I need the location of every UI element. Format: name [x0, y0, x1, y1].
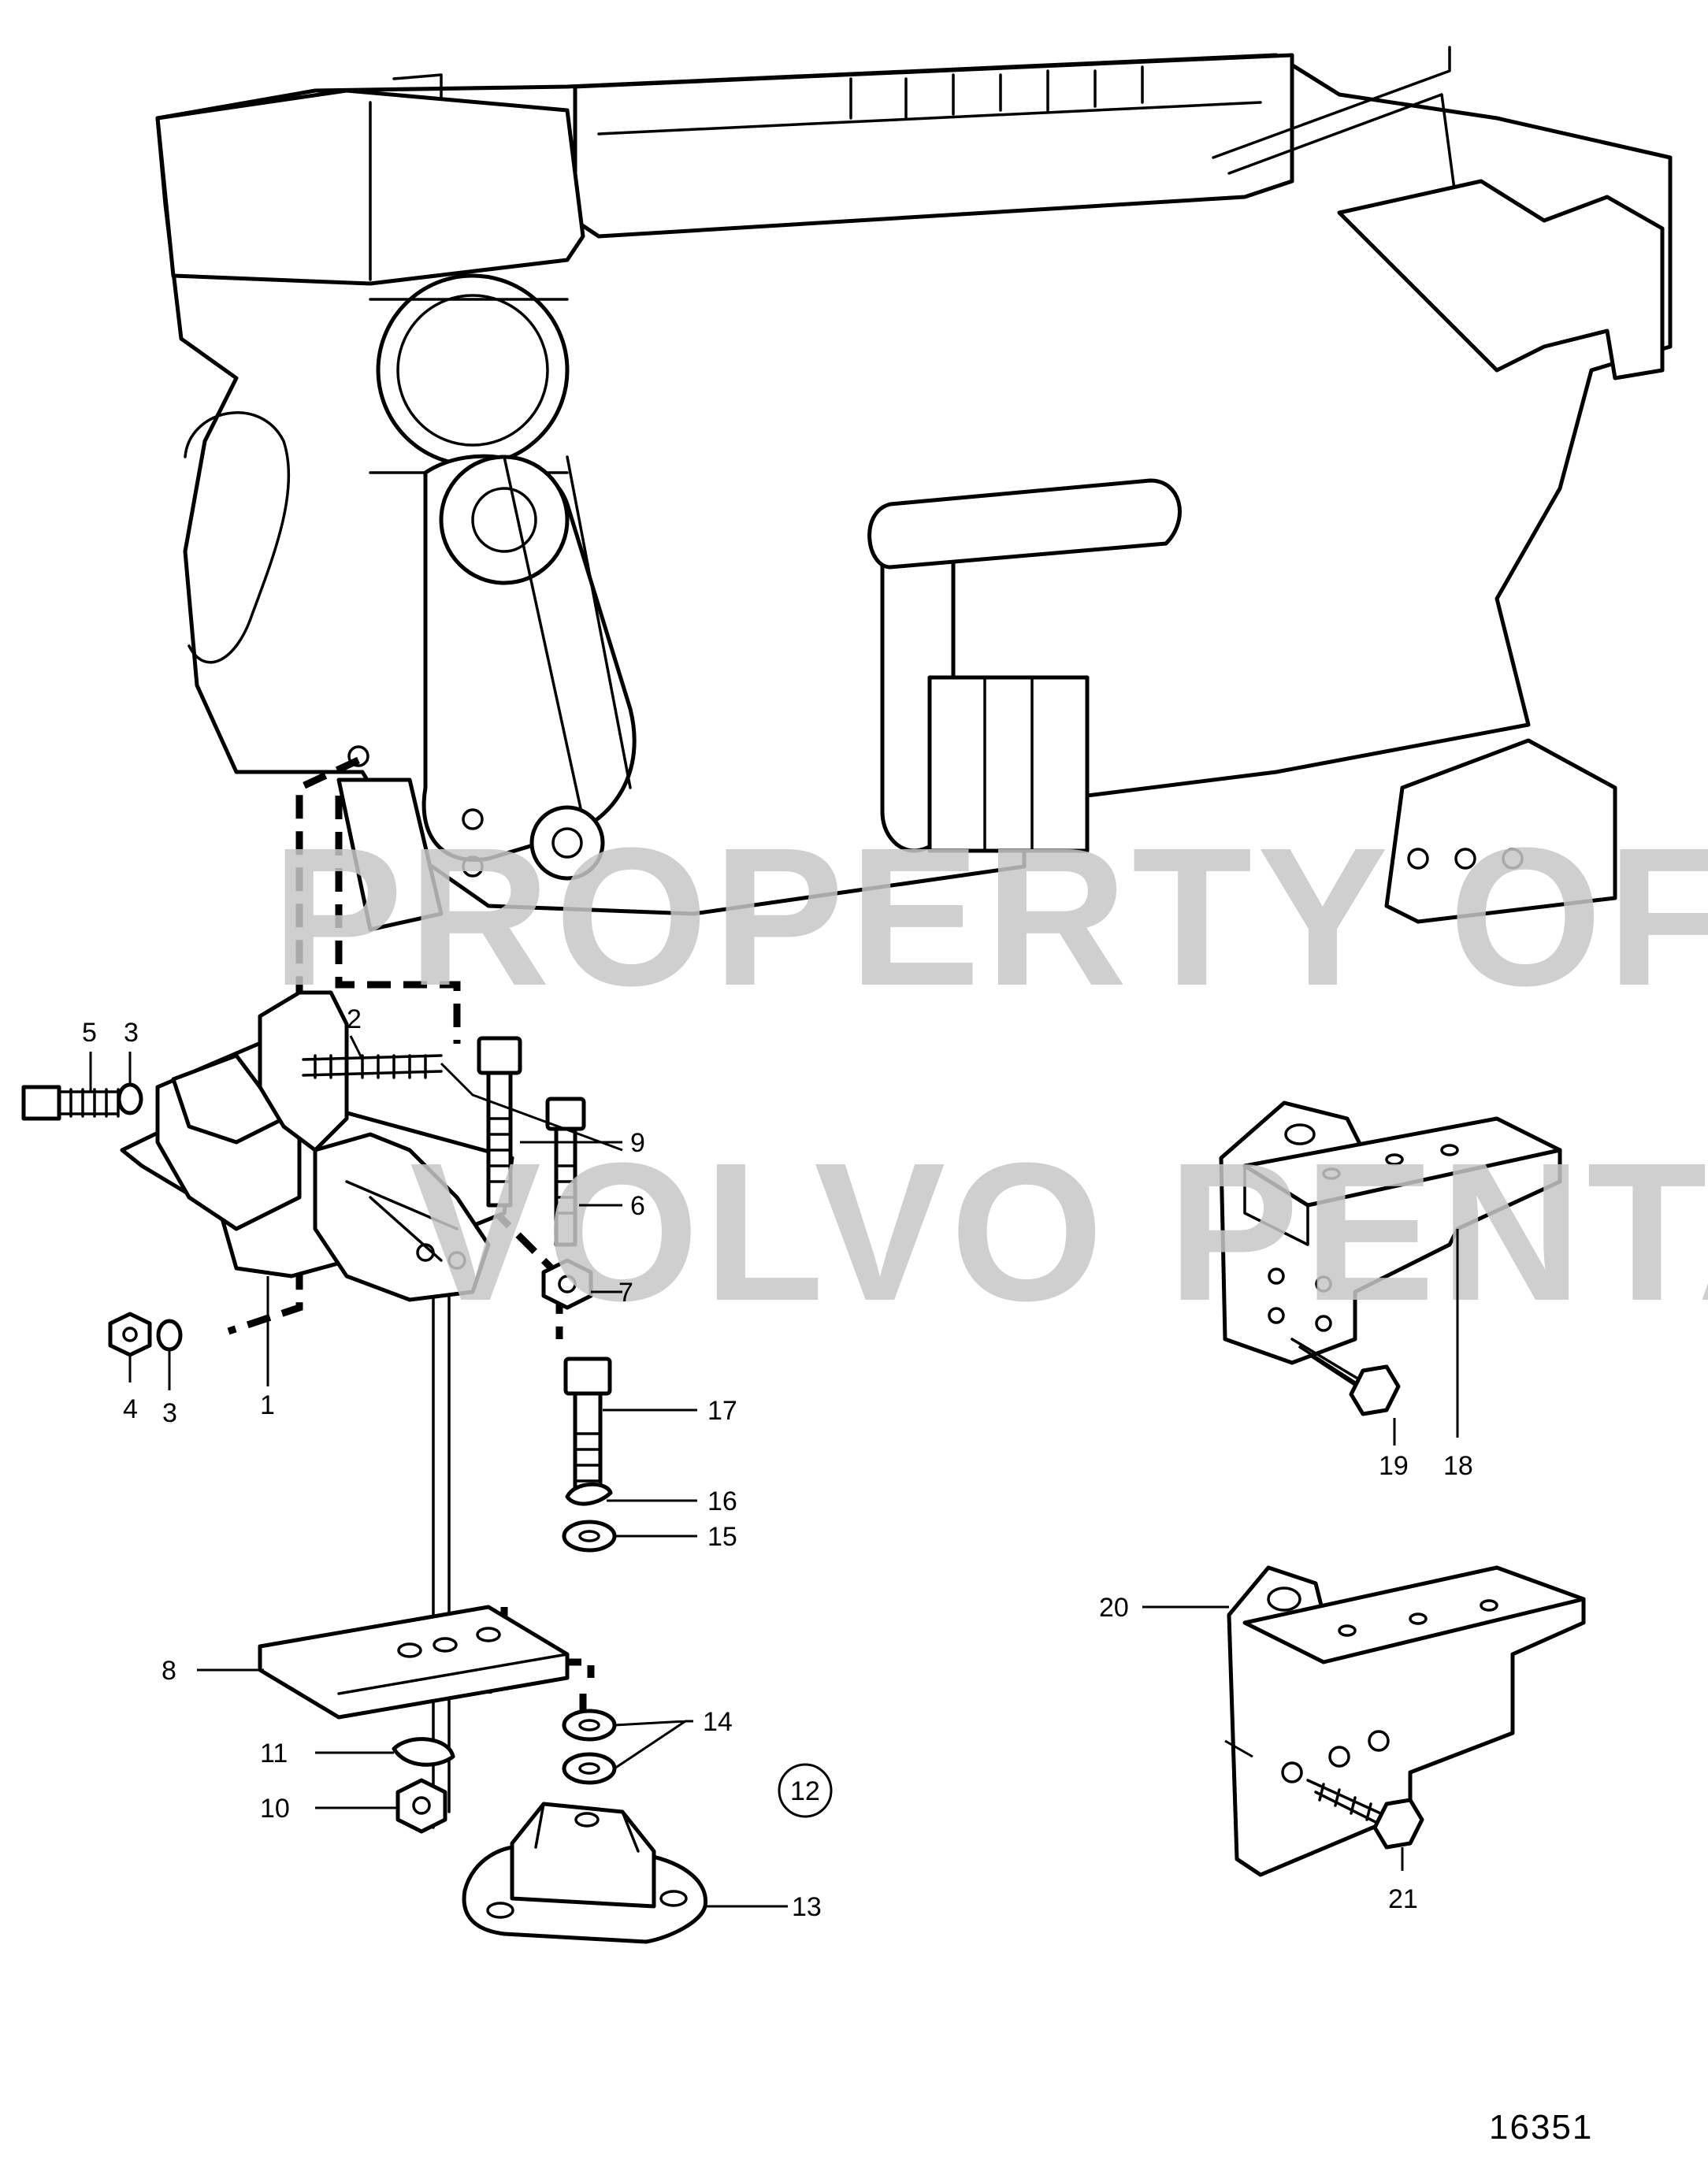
callout-21: 21 [1388, 1884, 1418, 1914]
nut-10-set [392, 1737, 455, 1834]
callout-3-upper: 3 [124, 1018, 139, 1048]
callout-7: 7 [618, 1278, 633, 1308]
leader-lines [89, 1035, 1459, 1908]
callout-11: 11 [260, 1739, 288, 1768]
watermark: PROPERTY OF VOLVO PENTA [272, 807, 1708, 1342]
watermark-line-1: PROPERTY OF [272, 807, 1708, 1026]
callout-1: 1 [260, 1390, 275, 1420]
callout-20: 20 [1099, 1593, 1129, 1623]
front-engine-mount [21, 990, 593, 1357]
bracket-20 [1227, 1565, 1586, 1877]
callout-3-lower: 3 [162, 1398, 177, 1428]
callout-14: 14 [703, 1707, 733, 1737]
plate-8 [258, 1605, 570, 1720]
callout-12-circle [778, 1763, 833, 1818]
callout-16: 16 [707, 1486, 737, 1516]
callout-6: 6 [630, 1191, 645, 1221]
callout-8: 8 [162, 1656, 176, 1686]
bracket-18 [1219, 1100, 1562, 1416]
callout-10: 10 [260, 1794, 290, 1824]
callout-5: 5 [82, 1018, 97, 1048]
bolt-17-set [562, 1356, 617, 1553]
callout-13: 13 [792, 1892, 822, 1922]
callout-12: 12 [790, 1776, 820, 1806]
callout-19: 19 [1379, 1451, 1409, 1481]
callout-labels: 5 3 2 9 6 7 1 4 3 17 16 15 8 11 10 14 12… [82, 1004, 1473, 1922]
document-number: 16351 [1489, 2108, 1593, 2147]
engine-illustration [155, 46, 1673, 932]
callout-18: 18 [1443, 1451, 1473, 1481]
callout-9: 9 [630, 1128, 645, 1158]
callout-2: 2 [347, 1004, 362, 1034]
callout-4: 4 [123, 1394, 138, 1424]
watermark-line-2: VOLVO PENTA [410, 1122, 1708, 1342]
rubber-mount-13 [462, 1709, 708, 1944]
callout-17: 17 [707, 1396, 737, 1426]
callout-15: 15 [707, 1522, 737, 1552]
